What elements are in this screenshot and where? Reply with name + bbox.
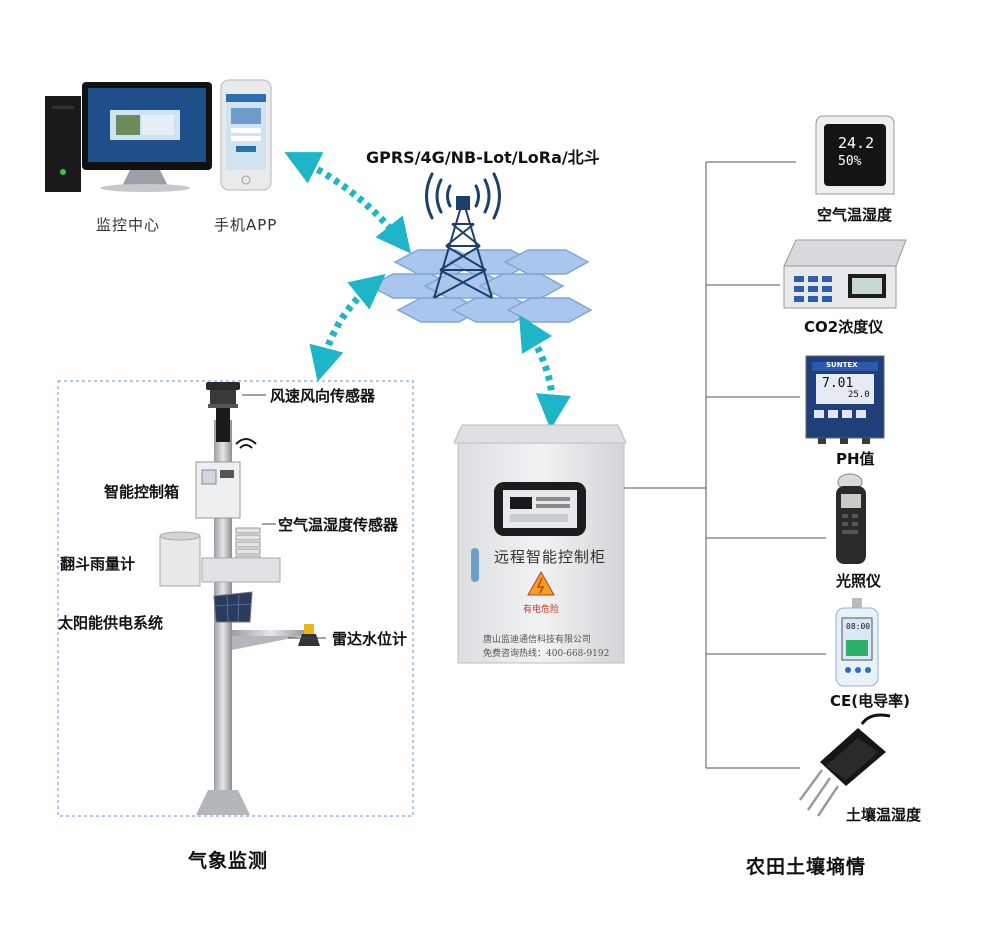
conductivity-meter xyxy=(835,598,879,687)
label-smart-box: 智能控制箱 xyxy=(104,483,180,501)
cabinet-title: 远程智能控制柜 xyxy=(494,548,607,566)
air-humidity-meter xyxy=(815,115,895,195)
label-device-light: 光照仪 xyxy=(836,572,882,590)
label-mobile-app: 手机APP xyxy=(214,216,278,234)
comm-arrows xyxy=(284,152,571,430)
label-device-co2: CO2浓度仪 xyxy=(804,318,884,336)
cabinet-hotline: 免费咨询热线：400-668-9192 xyxy=(483,649,610,659)
section-title-soil: 农田土壤墒情 xyxy=(746,856,867,878)
label-device-air: 空气温湿度 xyxy=(817,206,893,224)
arrow-to-monitor xyxy=(284,152,411,254)
label-radar: 雷达水位计 xyxy=(332,630,408,648)
cabinet-company: 唐山监迪通信科技有限公司 xyxy=(483,635,592,645)
air-hum-readout: 50% xyxy=(838,154,862,169)
label-solar: 太阳能供电系统 xyxy=(58,614,164,632)
device-bus xyxy=(705,161,826,769)
mobile-phone xyxy=(220,79,272,191)
desktop-computer xyxy=(45,82,212,192)
arrow-to-weather xyxy=(309,273,386,382)
ph-meter xyxy=(805,355,885,444)
ph-readout: 7.01 xyxy=(822,376,854,391)
ph-brand: SUNTEX xyxy=(826,361,858,369)
control-cabinet xyxy=(453,424,627,664)
network-tower xyxy=(368,172,593,323)
cabinet-warning: 有电危险 xyxy=(523,605,560,615)
label-rain-gauge: 翻斗雨量计 xyxy=(60,555,136,573)
weather-station xyxy=(159,382,326,815)
weather-frame xyxy=(57,380,414,817)
label-network-protocols: GPRS/4G/NB-Lot/LoRa/北斗 xyxy=(366,148,600,167)
light-meter xyxy=(836,473,866,564)
label-monitor-center: 监控中心 xyxy=(96,216,161,234)
arrow-to-cabinet xyxy=(518,314,571,430)
soil-probe xyxy=(798,713,891,817)
co2-analyzer xyxy=(783,239,907,309)
label-device-ce: CE(电导率) xyxy=(830,692,910,710)
air-temp-readout: 24.2 xyxy=(838,134,875,152)
label-wind-sensor: 风速风向传感器 xyxy=(270,387,376,405)
label-device-ph: PH值 xyxy=(836,450,875,468)
ph-temp-readout: 25.0 xyxy=(848,390,870,400)
section-title-weather: 气象监测 xyxy=(188,850,269,872)
label-device-soil: 土壤温湿度 xyxy=(846,806,922,824)
label-air-sensor: 空气温湿度传感器 xyxy=(278,516,399,534)
ce-readout: 08:00 xyxy=(846,622,871,631)
